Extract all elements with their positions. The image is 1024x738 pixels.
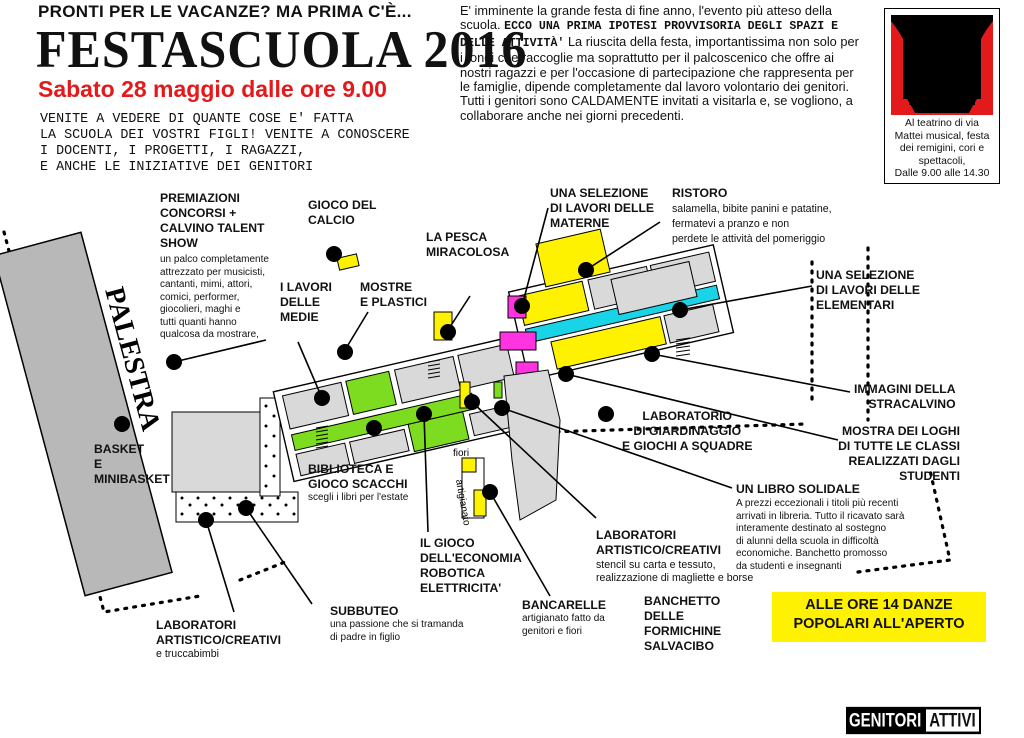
stairs (315, 337, 691, 449)
invite-line: I DOCENTI, I PROGETTI, I RAGAZZI, (40, 144, 306, 159)
notice-box (772, 592, 986, 642)
stall-yellow (473, 489, 487, 517)
page-title: FESTASCUOLA 2016 (36, 19, 528, 79)
checkered-strip (259, 397, 281, 497)
court-area (171, 411, 261, 493)
label-libro-solidale: UN LIBRO SOLIDALE A prezzi eccezionali i… (736, 482, 905, 572)
theatre-text: Al teatrino di via Mattei musical, festa… (894, 118, 990, 167)
intro-heading: PRONTI PER LE VACANZE? MA PRIMA C'È... (38, 2, 412, 21)
notice-text: ALLE ORE 14 DANZE POPOLARI ALL'APERTO (772, 596, 986, 634)
stall-yellow (461, 457, 477, 473)
palestra-building (0, 231, 173, 597)
school-building (272, 332, 549, 483)
notice-line: POPOLARI ALL'APERTO (793, 616, 965, 632)
theatre-stage-icon (891, 15, 993, 115)
logo-part2: ATTIVI (924, 706, 981, 734)
event-description: E' imminente la grande festa di fine ann… (460, 3, 860, 123)
theatre-info: Al teatrino di via Mattei musical, festa… (890, 118, 994, 181)
label-ristoro: RISTORO salamella, bibite panini e patat… (672, 186, 832, 245)
logo-part1: GENITORI (846, 706, 925, 734)
description-highlight: ECCO UNA PRIMA IPOTESI PROVVISORIA DEGLI… (460, 20, 839, 50)
event-date: Sabato 28 maggio dalle ore 9.00 (38, 76, 387, 102)
invite-line: LA SCUOLA DEI VOSTRI FIGLI! VENITE A CON… (40, 128, 410, 143)
theatre-time: Dalle 9.00 alle 14.30 (894, 168, 990, 180)
theatre-box (884, 8, 1000, 184)
perimeter-fence (2, 230, 952, 614)
fiori-label: fiori (453, 448, 469, 459)
notice-line: ALLE ORE 14 DANZE (805, 597, 953, 613)
description-body: La riuscita della festa, importantissima… (460, 33, 859, 123)
invite-line: E ANCHE LE INIZIATIVE DEI GENITORI (40, 160, 314, 175)
south-block (503, 369, 561, 521)
location-markers (114, 246, 688, 528)
description-intro: E' imminente la grande festa di fine ann… (460, 3, 832, 33)
calcio-field (336, 253, 360, 271)
magenta-area (499, 331, 537, 351)
invite-line: VENITE A VEDERE DI QUANTE COSE E' FATTA (40, 112, 354, 127)
connector-lines (173, 207, 851, 613)
room-green-small (493, 381, 503, 399)
grey-room (610, 260, 698, 316)
checker-dots (180, 404, 296, 516)
